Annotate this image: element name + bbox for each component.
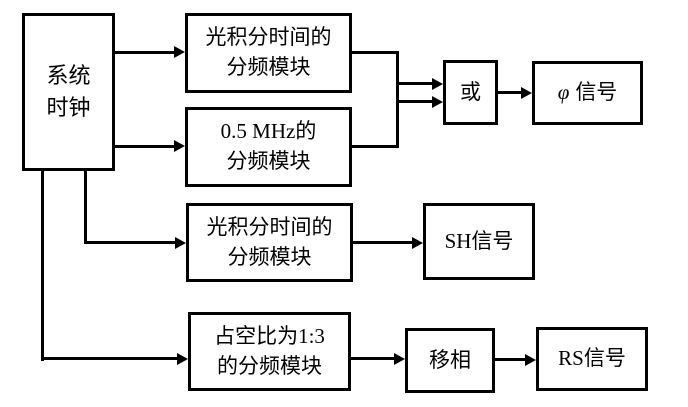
line-or-to-phi	[498, 91, 521, 94]
integration-time-divider-box-mid: 光积分时间的 分频模块	[186, 203, 353, 282]
arrowhead-clock-to-int-div-mid-icon	[175, 237, 186, 249]
arrowhead-clock-to-mhz-div-icon	[174, 140, 185, 152]
system-clock-label-line1: 系统	[46, 63, 91, 89]
or-gate-box: 或	[443, 60, 498, 125]
arrowhead-or-input-lower-icon	[432, 96, 443, 108]
arrowhead-phase-shift-to-rs-icon	[525, 354, 536, 366]
duty-cycle-divider-box: 占空比为1:3 的分频模块	[188, 312, 351, 391]
rs-signal-label: RS信号	[558, 346, 626, 371]
integration-divider-mid-label-line1: 光积分时间的	[206, 214, 333, 239]
integration-divider-top-label-line2: 分频模块	[226, 55, 311, 79]
line-phase-shift-to-rs	[495, 358, 525, 361]
mhz-divider-label-line1: 0.5 MHz的	[220, 119, 317, 144]
sh-signal-box: SH信号	[423, 203, 535, 280]
line-clock-to-int-div-mid	[84, 241, 175, 244]
line-clock-to-int-div-top	[115, 51, 175, 54]
line-duty-div-to-phase-shift	[351, 357, 394, 360]
line-merge-trunk	[396, 51, 399, 148]
arrowhead-clock-to-duty-div-icon	[177, 353, 188, 365]
arrowhead-clock-to-int-div-top-icon	[174, 46, 185, 58]
line-or-input-lower	[396, 100, 432, 103]
arrowhead-int-div-mid-to-sh-icon	[412, 237, 423, 249]
duty-divider-label-line2: 的分频模块	[217, 353, 322, 378]
system-clock-label-line2: 时钟	[46, 95, 91, 120]
line-int-div-mid-to-sh	[353, 241, 412, 244]
or-gate-label: 或	[460, 79, 481, 104]
line-clock-to-mhz-div	[115, 145, 175, 148]
arrowhead-or-input-upper-icon	[432, 78, 443, 90]
integration-time-divider-box-top: 光积分时间的 分频模块	[185, 13, 352, 93]
phi-signal-text: 信号	[575, 80, 618, 105]
phase-shift-box: 移相	[405, 328, 495, 393]
line-clock-drop-1	[84, 171, 87, 244]
arrowhead-duty-div-to-phase-shift-icon	[394, 353, 405, 365]
line-mhz-div-out	[352, 145, 399, 148]
line-clock-to-duty-div	[41, 357, 177, 360]
sh-signal-label: SH信号	[444, 228, 514, 253]
integration-divider-mid-label-line2: 分频模块	[227, 244, 312, 269]
mhz-divider-box: 0.5 MHz的 分频模块	[185, 107, 352, 187]
integration-divider-top-label-line1: 光积分时间的	[205, 25, 332, 50]
phase-shift-label: 移相	[429, 347, 471, 372]
phi-signal-label: φ 信号	[558, 78, 618, 108]
mhz-divider-label-line2: 分频模块	[226, 149, 311, 173]
system-clock-box: 系统 时钟	[22, 13, 115, 171]
line-or-input-upper	[396, 82, 432, 85]
line-int-div-top-out	[352, 51, 399, 54]
arrowhead-or-to-phi-icon	[521, 87, 532, 99]
duty-divider-label-line1: 占空比为1:3	[214, 323, 325, 348]
rs-signal-box: RS信号	[536, 327, 648, 391]
phi-signal-box: φ 信号	[532, 61, 643, 125]
phi-symbol: φ	[557, 80, 570, 105]
line-clock-drop-2	[41, 171, 44, 361]
